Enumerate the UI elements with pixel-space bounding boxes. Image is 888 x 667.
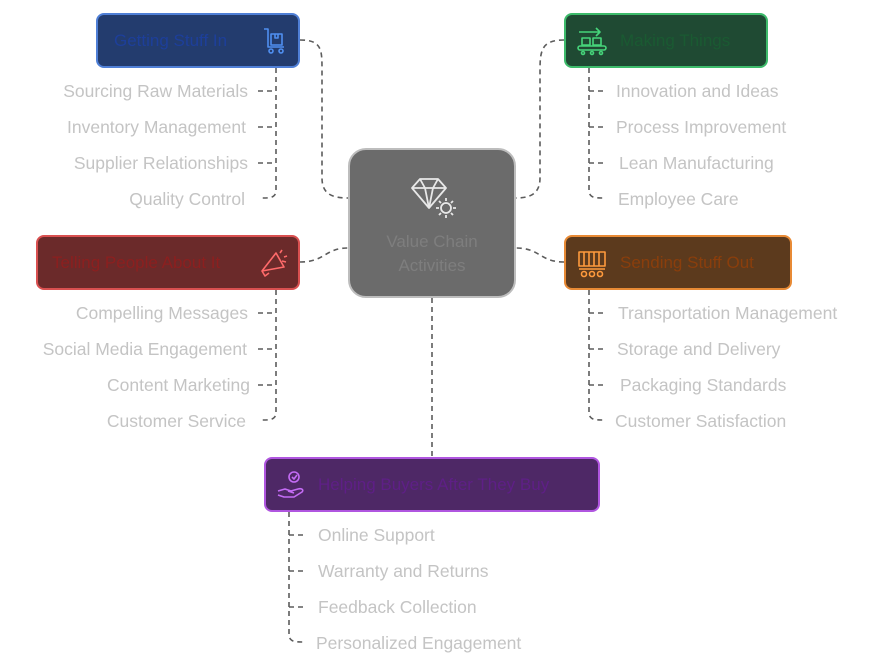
list-item-getting-2: Inventory Management xyxy=(67,117,246,137)
category-label: Helping Buyers After They Buy xyxy=(318,474,550,494)
list-item-making-1: Innovation and Ideas xyxy=(616,81,779,101)
helping-hand-icon xyxy=(277,471,304,498)
list-item-helping-1: Online Support xyxy=(318,525,435,545)
list-item-sending-2: Storage and Delivery xyxy=(617,339,781,359)
category-label: Making Things xyxy=(620,30,731,50)
megaphone-icon xyxy=(261,249,288,277)
list-item-helping-2: Warranty and Returns xyxy=(318,561,489,581)
list-item-sending-4: Customer Satisfaction xyxy=(615,411,787,431)
delivery-truck-icon xyxy=(578,251,606,278)
list-item-telling-3: Content Marketing xyxy=(107,375,250,395)
list-item-helping-3: Feedback Collection xyxy=(318,597,477,617)
category-telling-people-about-it: Telling People About It xyxy=(36,235,300,290)
category-label: Getting Stuff In xyxy=(114,30,228,50)
category-making-things: Making Things xyxy=(564,13,768,68)
list-item-telling-4: Customer Service xyxy=(106,411,246,431)
diamond-gear-icon xyxy=(411,178,456,218)
category-getting-stuff-in: Getting Stuff In xyxy=(96,13,300,68)
conveyor-belt-icon xyxy=(577,27,607,56)
center-title-line1: Value Chain xyxy=(386,232,478,251)
list-item-getting-1: Sourcing Raw Materials xyxy=(63,81,248,101)
list-item-telling-2: Social Media Engagement xyxy=(42,339,247,359)
list-item-sending-1: Transportation Management xyxy=(618,303,838,323)
list-item-making-3: Lean Manufacturing xyxy=(619,153,774,173)
list-item-getting-3: Supplier Relationships xyxy=(73,153,248,173)
list-item-making-4: Employee Care xyxy=(618,189,739,209)
list-item-sending-3: Packaging Standards xyxy=(620,375,787,395)
list-item-telling-1: Compelling Messages xyxy=(75,303,248,323)
list-item-making-2: Process Improvement xyxy=(616,117,787,137)
category-label: Sending Stuff Out xyxy=(620,252,754,272)
category-helping-buyers: Helping Buyers After They Buy xyxy=(264,457,600,512)
center-node: Value Chain Activities xyxy=(348,148,516,298)
category-sending-stuff-out: Sending Stuff Out xyxy=(564,235,792,290)
category-label: Telling People About It xyxy=(52,252,221,272)
center-title-line2: Activities xyxy=(398,256,466,275)
list-item-getting-4: Quality Control xyxy=(129,189,245,209)
center-title: Value Chain Activities xyxy=(350,230,514,278)
list-item-helping-4: Personalized Engagement xyxy=(316,633,522,653)
supply-cart-icon xyxy=(264,28,284,54)
